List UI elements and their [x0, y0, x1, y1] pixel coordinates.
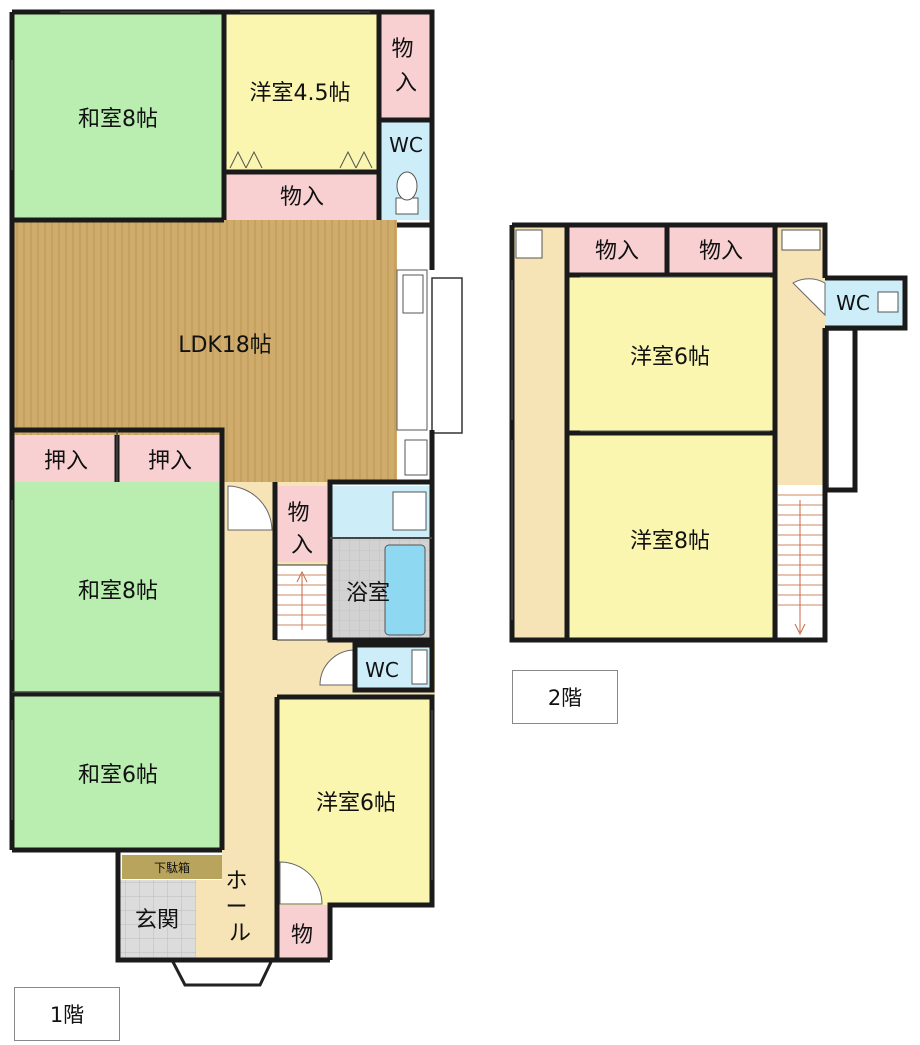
- stairs-2f: [778, 485, 823, 640]
- label-shoebox: 下駄箱: [154, 860, 190, 875]
- label-wc-mid: WC: [365, 658, 399, 682]
- room-yoshitsu8-2f: [567, 433, 775, 640]
- washbasin-icon: [404, 439, 428, 476]
- door-swing-hall-top: [227, 485, 273, 531]
- walls-2f: [509, 222, 908, 643]
- room-oshiire-2: [117, 435, 222, 482]
- basin-icon-2f-left: [515, 229, 543, 259]
- door-swing-wc-2f: [792, 278, 826, 317]
- label-oshiire-2: 押入: [148, 449, 192, 474]
- window-marks-1f: [11, 11, 433, 880]
- room-monoire-hall: [277, 486, 327, 562]
- label-genkan: 玄関: [135, 908, 179, 933]
- shoebox: [122, 855, 222, 879]
- label-washitsu8-top: 和室8帖: [78, 107, 158, 132]
- corridor-2f-left: [512, 225, 567, 640]
- label-monoire-hall: 物 入: [287, 501, 316, 558]
- label-hall-2: ー: [225, 895, 247, 920]
- label-yoshitsu45: 洋室4.5帖: [250, 81, 351, 106]
- room-yoshitsu6-2f: [567, 275, 775, 433]
- room-monoire-mid: [224, 172, 379, 220]
- room-washitsu8-mid: [12, 482, 222, 694]
- label-wc-2f: WC: [836, 291, 870, 315]
- basin-icon-2f-right: [781, 229, 821, 251]
- label-monoire-hall-1: 物: [287, 501, 309, 526]
- floor2: 物入 物入 洋室6帖 洋室8帖 WC: [509, 222, 908, 643]
- toilet-icon: [395, 171, 419, 215]
- label-hall-3: ル: [229, 921, 251, 946]
- room-mono-small: [277, 905, 327, 960]
- floor2-tag: 2階: [512, 670, 618, 724]
- label-monoire-tr-2: 入: [395, 71, 417, 96]
- toilet-icon-mid: [411, 649, 428, 685]
- label-monoire-a: 物入: [595, 239, 639, 264]
- floor1: 和室8帖 洋室4.5帖 物 入 WC 物入 LDK18帖 押入: [9, 9, 463, 987]
- balcony-2f: [827, 329, 855, 491]
- bay-window: [431, 277, 463, 434]
- room-yoshitsu45: [224, 12, 379, 172]
- label-monoire-hall-2: 入: [291, 533, 313, 558]
- closet-door-marks: [229, 150, 373, 169]
- ldk-left-strip: [222, 430, 397, 482]
- label-washitsu6: 和室6帖: [78, 763, 158, 788]
- stairs-1f: [276, 564, 328, 641]
- room-genkan: [118, 880, 196, 960]
- interior-partitions-1f: [12, 430, 222, 693]
- room-washitsu6: [12, 694, 222, 850]
- floor1-tag: 1階: [14, 987, 120, 1041]
- label-monoire-mid: 物入: [280, 185, 324, 210]
- label-bath: 浴室: [346, 581, 390, 606]
- label-mono-small: 物: [291, 923, 313, 948]
- label-monoire-b: 物入: [699, 239, 743, 264]
- door-swing-yoshitsu6: [279, 861, 323, 905]
- room-oshiire-1: [12, 435, 117, 482]
- label-yoshitsu6-2f: 洋室6帖: [630, 345, 710, 370]
- room-monoire-a: [567, 225, 667, 275]
- washroom-basin-icon: [392, 491, 427, 531]
- label-hall-1: ホ: [225, 869, 247, 894]
- entrance-bay: [170, 959, 274, 987]
- room-monoire-tr: [379, 12, 432, 120]
- toilet-icon-2f: [877, 291, 899, 313]
- label-monoire-tr-1: 物: [391, 37, 413, 62]
- room-washitsu8-top: [12, 12, 224, 220]
- label-yoshitsu6: 洋室6帖: [316, 791, 396, 816]
- label-wc-top: WC: [389, 133, 423, 157]
- window-marks-2f: [511, 276, 770, 620]
- label-monoire-tr: 物 入: [391, 37, 420, 96]
- label-yoshitsu8-2f: 洋室8帖: [630, 529, 710, 554]
- kitchen-sink-icon: [402, 274, 424, 314]
- bathtub-icon: [384, 544, 426, 636]
- label-hall: ホ ー ル: [225, 869, 254, 946]
- label-oshiire-1: 押入: [44, 449, 88, 474]
- room-monoire-b: [667, 225, 775, 275]
- label-washitsu8-mid: 和室8帖: [78, 579, 158, 604]
- hall-floor-lower: [196, 880, 276, 960]
- label-ldk: LDK18帖: [178, 333, 272, 358]
- door-swing-wc-mid: [319, 649, 356, 686]
